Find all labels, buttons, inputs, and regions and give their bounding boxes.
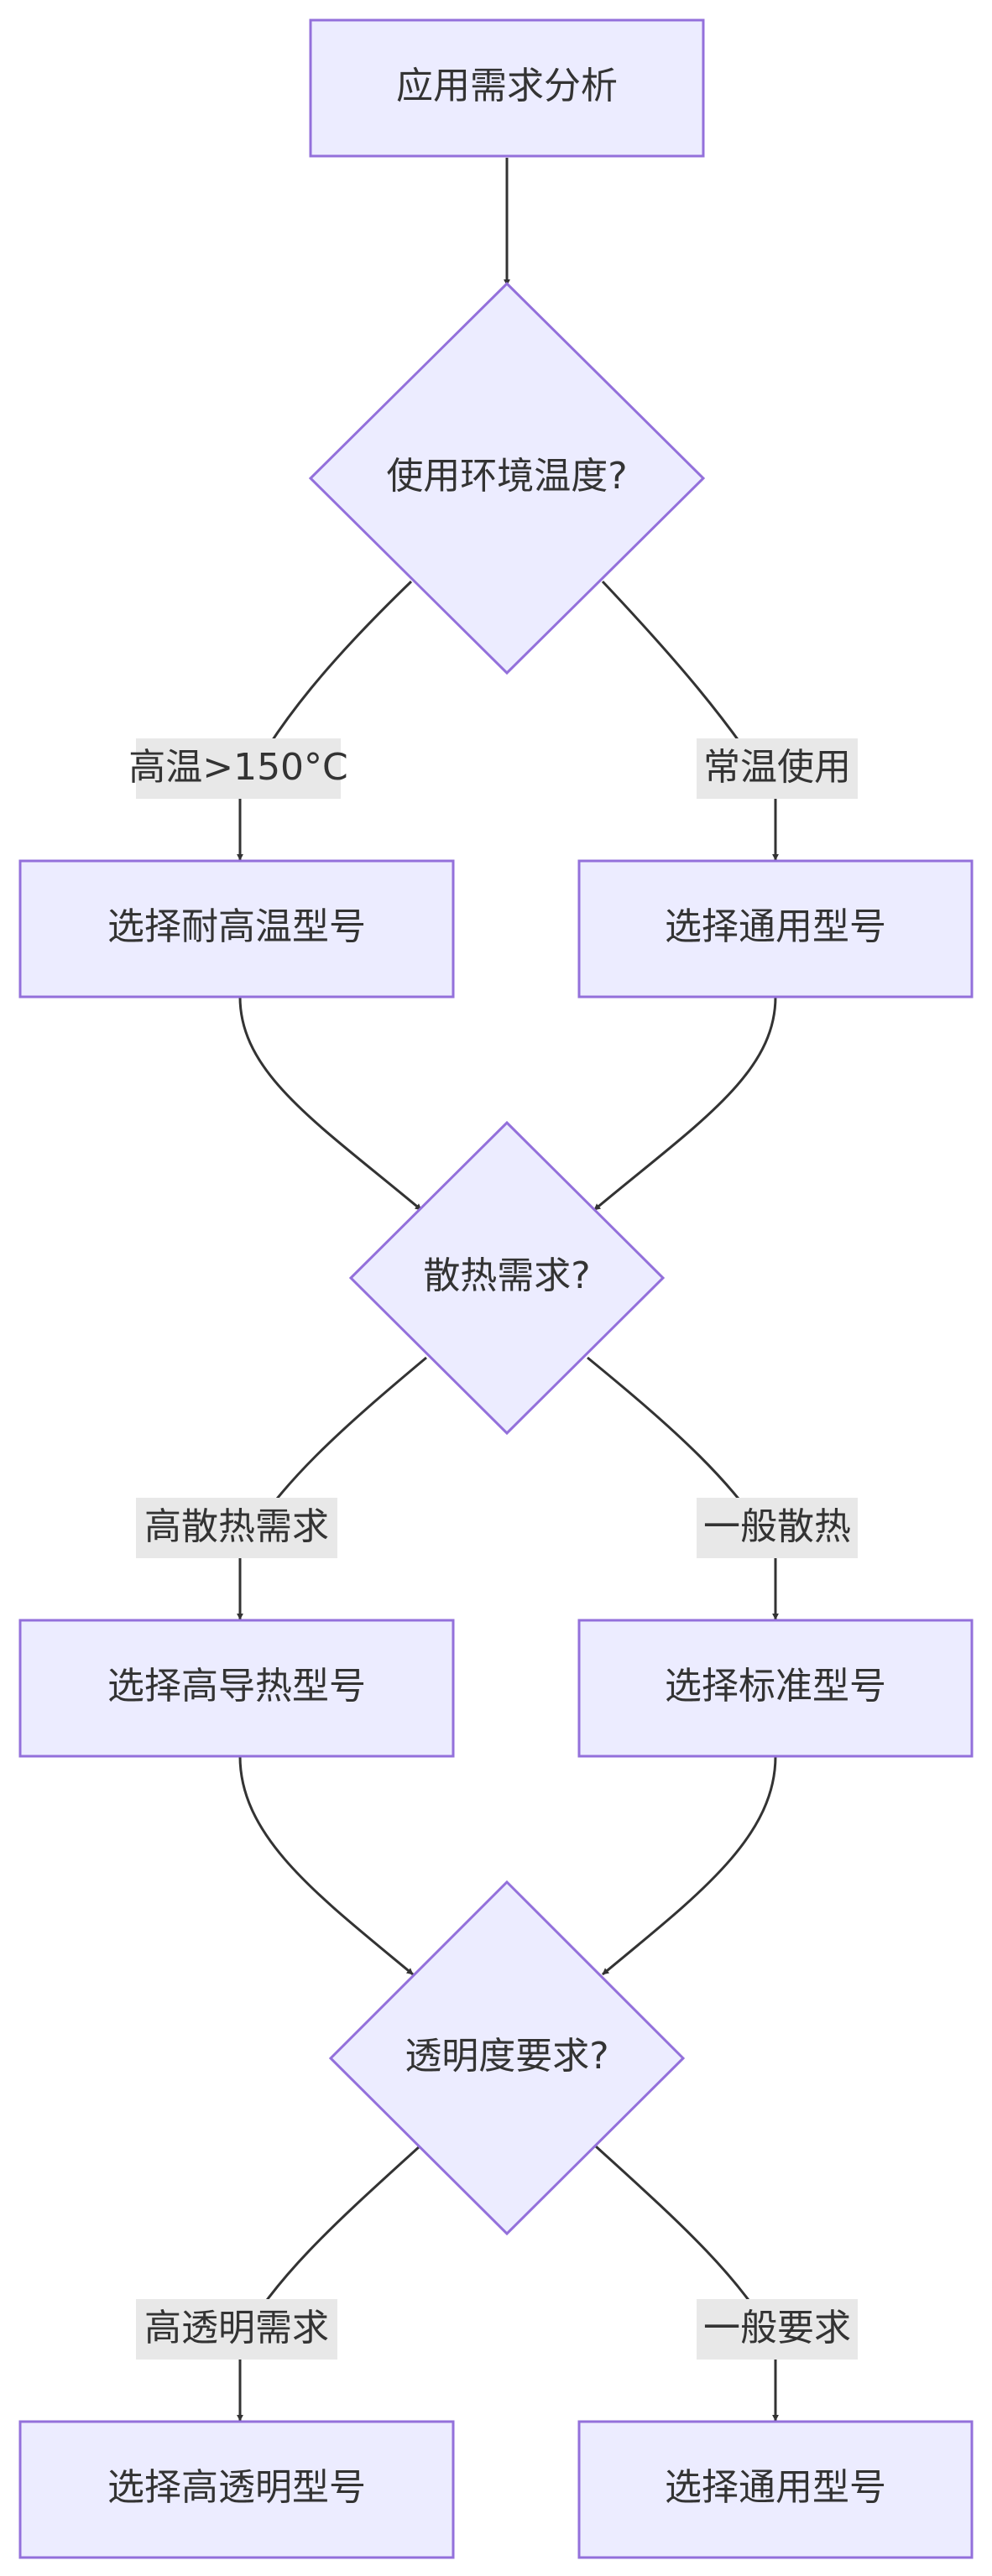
node-general-model-2-box bbox=[577, 2420, 974, 2559]
edge-label-general-requirement-bg bbox=[697, 2299, 858, 2360]
edge-transparency-to-general-2 bbox=[594, 2145, 779, 2422]
edge-label-high-transparency: 高透明需求 bbox=[136, 2299, 337, 2360]
node-general-model-2-label: 选择通用型号 bbox=[665, 2466, 886, 2509]
edge-high-temp-to-heat bbox=[238, 996, 422, 1212]
node-start: 应用需求分析 bbox=[309, 18, 705, 158]
edge-label-general-heat-bg bbox=[697, 1498, 858, 1558]
edge-labels: 高温>150°C 常温使用 高散热需求 一般散热 高透明需求 一般要求 bbox=[128, 738, 858, 2360]
node-high-conduct-model: 选择高导热型号 bbox=[18, 1619, 455, 1758]
edge-label-general-heat: 一般散热 bbox=[697, 1498, 858, 1558]
edge-heat-to-high-conduct bbox=[237, 1356, 427, 1620]
edge-label-high-temp-text: 高温>150°C bbox=[128, 746, 348, 789]
node-high-transparent-model-label: 选择高透明型号 bbox=[107, 2466, 366, 2509]
edge-standard-to-transparency bbox=[602, 1755, 777, 1976]
node-high-temp-model-box bbox=[18, 859, 455, 999]
node-heat-decision: 散热需求? bbox=[348, 1120, 666, 1436]
edge-label-high-temp-bg bbox=[136, 738, 341, 799]
node-high-temp-model: 选择耐高温型号 bbox=[18, 859, 455, 999]
node-general-model-1-box bbox=[577, 859, 974, 999]
edge-label-high-transparency-bg bbox=[136, 2299, 337, 2360]
edge-label-high-heat-text: 高散热需求 bbox=[144, 1505, 329, 1548]
node-high-conduct-model-box bbox=[18, 1619, 455, 1758]
edge-label-high-temp: 高温>150°C bbox=[128, 738, 348, 799]
edge-transparency-to-high-transparent bbox=[237, 2145, 421, 2422]
node-high-transparent-model: 选择高透明型号 bbox=[18, 2420, 455, 2559]
edge-label-high-heat: 高散热需求 bbox=[136, 1498, 337, 1558]
node-start-box bbox=[309, 18, 705, 158]
edge-label-room-temp-text: 常温使用 bbox=[703, 746, 851, 789]
node-start-label: 应用需求分析 bbox=[396, 65, 618, 107]
node-high-conduct-model-label: 选择高导热型号 bbox=[107, 1665, 366, 1708]
node-transparency-decision-label: 透明度要求? bbox=[405, 2035, 608, 2078]
node-temp-decision: 使用环境温度? bbox=[308, 281, 706, 675]
edge-heat-to-standard bbox=[587, 1356, 779, 1620]
node-transparency-decision-diamond bbox=[328, 1880, 686, 2236]
node-standard-model-box bbox=[577, 1619, 974, 1758]
node-general-model-2: 选择通用型号 bbox=[577, 2420, 974, 2559]
node-standard-model: 选择标准型号 bbox=[577, 1619, 974, 1758]
edge-general-1-to-heat bbox=[593, 996, 777, 1212]
node-transparency-decision: 透明度要求? bbox=[328, 1880, 686, 2236]
node-general-model-1: 选择通用型号 bbox=[577, 859, 974, 999]
node-high-transparent-model-box bbox=[18, 2420, 455, 2559]
node-temp-decision-label: 使用环境温度? bbox=[386, 455, 627, 498]
node-high-temp-model-label: 选择耐高温型号 bbox=[107, 905, 366, 948]
edge-label-high-heat-bg bbox=[136, 1498, 337, 1558]
node-general-model-1-label: 选择通用型号 bbox=[665, 905, 886, 948]
edge-temp-to-general-1 bbox=[601, 580, 779, 861]
edge-temp-to-high-temp bbox=[237, 580, 413, 861]
node-heat-decision-label: 散热需求? bbox=[423, 1254, 590, 1297]
nodes: 应用需求分析 使用环境温度? 选择耐高温型号 选择通用型号 散热需求? 选择高导… bbox=[18, 18, 974, 2559]
edge-high-conduct-to-transparency bbox=[238, 1755, 414, 1976]
edge-label-general-requirement-text: 一般要求 bbox=[703, 2307, 851, 2349]
edge-label-general-requirement: 一般要求 bbox=[697, 2299, 858, 2360]
edge-label-room-temp-bg bbox=[697, 738, 858, 799]
node-standard-model-label: 选择标准型号 bbox=[665, 1665, 886, 1708]
node-heat-decision-diamond bbox=[348, 1120, 666, 1436]
edge-label-general-heat-text: 一般散热 bbox=[703, 1505, 851, 1548]
edge-label-room-temp: 常温使用 bbox=[697, 738, 858, 799]
edge-label-high-transparency-text: 高透明需求 bbox=[144, 2307, 329, 2349]
node-temp-decision-diamond bbox=[308, 281, 706, 675]
